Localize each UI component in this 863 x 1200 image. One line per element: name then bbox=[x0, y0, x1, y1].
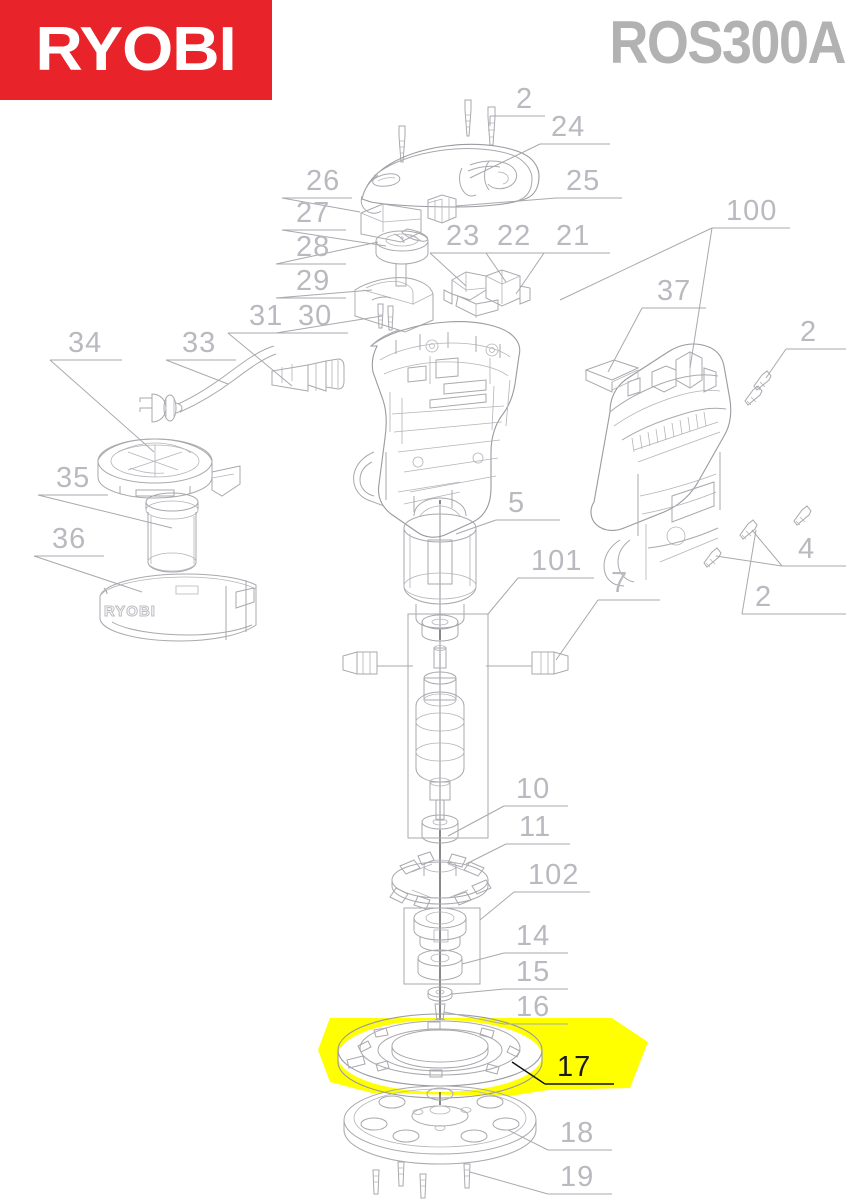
part-number-label-18: 18 bbox=[560, 1117, 594, 1149]
part-number-label-21: 21 bbox=[556, 220, 590, 252]
screw-icon bbox=[397, 1161, 405, 1187]
part-number-label-34: 34 bbox=[68, 327, 102, 359]
part-number-label-7: 7 bbox=[611, 567, 628, 599]
leader-line-part-17 bbox=[511, 1061, 546, 1085]
part-group-right-housing bbox=[584, 343, 812, 587]
part-5-stator bbox=[403, 497, 477, 629]
part-31-strain-relief bbox=[271, 358, 345, 392]
housing-vent-grille bbox=[631, 411, 707, 453]
part-11-fan bbox=[389, 851, 492, 910]
part-number-label-4: 4 bbox=[798, 533, 815, 565]
screw-icon bbox=[744, 385, 763, 406]
screw-icon bbox=[739, 519, 758, 540]
housing-top-hardware bbox=[627, 351, 717, 397]
part-number-label-2: 2 bbox=[800, 316, 817, 348]
part-30-screw bbox=[377, 303, 384, 329]
screw-icon bbox=[487, 106, 496, 146]
part-number-label-101: 101 bbox=[531, 545, 582, 577]
part-19-screws bbox=[372, 1161, 471, 1199]
part-number-label-15: 15 bbox=[516, 956, 550, 988]
part-number-label-100: 100 bbox=[726, 195, 777, 227]
part-number-label-37: 37 bbox=[657, 275, 691, 307]
part-18-sanding-pad bbox=[343, 1085, 537, 1165]
part-number-label-102: 102 bbox=[528, 859, 579, 891]
part-number-label-27: 27 bbox=[296, 197, 330, 229]
brake-ring-clips bbox=[346, 1021, 521, 1078]
part-number-label-11: 11 bbox=[519, 811, 551, 843]
part-37-pad bbox=[584, 359, 640, 393]
leader-lines bbox=[33, 115, 787, 1195]
screw-icon bbox=[463, 1163, 471, 1189]
part-27-speed-knob bbox=[375, 230, 429, 287]
part-15-washer bbox=[427, 986, 453, 1002]
part-number-label-2: 2 bbox=[516, 83, 533, 115]
part-number-label-31: 31 bbox=[249, 300, 283, 332]
screw-icon bbox=[793, 505, 812, 526]
part-102-counterweight bbox=[413, 907, 467, 952]
part-number-label-19: 19 bbox=[560, 1161, 594, 1193]
part-number-label-35: 35 bbox=[56, 462, 90, 494]
model-number: ROS300A bbox=[609, 9, 846, 77]
part-group-fan-counterweight bbox=[389, 851, 492, 1024]
housing-detail-bosses bbox=[407, 339, 499, 468]
screw-icon bbox=[419, 1173, 427, 1199]
dust-bag-emboss-text: RYOBI bbox=[104, 603, 156, 620]
part-number-label-25: 25 bbox=[566, 165, 600, 197]
part-group-dust-collection: RYOBI bbox=[97, 345, 345, 642]
part-number-label-29: 29 bbox=[296, 265, 330, 297]
part-14-bearing bbox=[417, 949, 463, 981]
part-number-label-10: 10 bbox=[516, 773, 550, 805]
part-10-bearing bbox=[421, 814, 459, 844]
part-number-label-17: 17 bbox=[557, 1051, 591, 1083]
part-number-label-24: 24 bbox=[551, 111, 585, 143]
screw-icon bbox=[398, 125, 406, 163]
part-group-left-housing bbox=[353, 321, 521, 538]
ryobi-logo-text: RYOBI bbox=[35, 15, 237, 84]
part-number-label-16: 16 bbox=[516, 991, 550, 1023]
part-number-label-2: 2 bbox=[755, 581, 772, 613]
part-25-clip bbox=[427, 194, 457, 224]
part-36-dust-bag: RYOBI bbox=[99, 573, 257, 642]
part-7-carbon-brush-right bbox=[486, 651, 569, 675]
screw-icon bbox=[703, 547, 722, 568]
part-35-filter bbox=[145, 492, 199, 573]
screw-icon bbox=[464, 99, 472, 137]
screw-icon bbox=[372, 1169, 380, 1195]
part-number-label-36: 36 bbox=[52, 523, 86, 555]
part-7-carbon-brush-left bbox=[342, 651, 413, 675]
part-number-label-23: 23 bbox=[446, 220, 480, 252]
ryobi-logo: RYOBI bbox=[0, 0, 272, 100]
part-number-label-33: 33 bbox=[182, 327, 216, 359]
part-group-rear-cover bbox=[354, 99, 540, 333]
part-34-dust-lid bbox=[97, 438, 241, 499]
part-number-label-30: 30 bbox=[298, 300, 332, 332]
part-group-motor bbox=[342, 497, 569, 844]
part-29-bracket bbox=[354, 277, 434, 333]
part-101-group-box bbox=[407, 613, 489, 839]
part-number-label-22: 22 bbox=[497, 220, 531, 252]
part-102-group-box bbox=[403, 907, 481, 985]
part-group-switch-assembly bbox=[443, 269, 531, 318]
part-26-switch-button bbox=[360, 203, 429, 244]
part-33-plug bbox=[139, 393, 183, 423]
part-30-screw bbox=[387, 305, 394, 331]
part-number-label-14: 14 bbox=[516, 920, 550, 952]
part-101-armature bbox=[415, 640, 465, 830]
sanding-pad-holes bbox=[360, 1087, 520, 1143]
part-number-label-28: 28 bbox=[296, 231, 330, 263]
part-number-label-26: 26 bbox=[306, 165, 340, 197]
part-number-label-5: 5 bbox=[508, 487, 525, 519]
